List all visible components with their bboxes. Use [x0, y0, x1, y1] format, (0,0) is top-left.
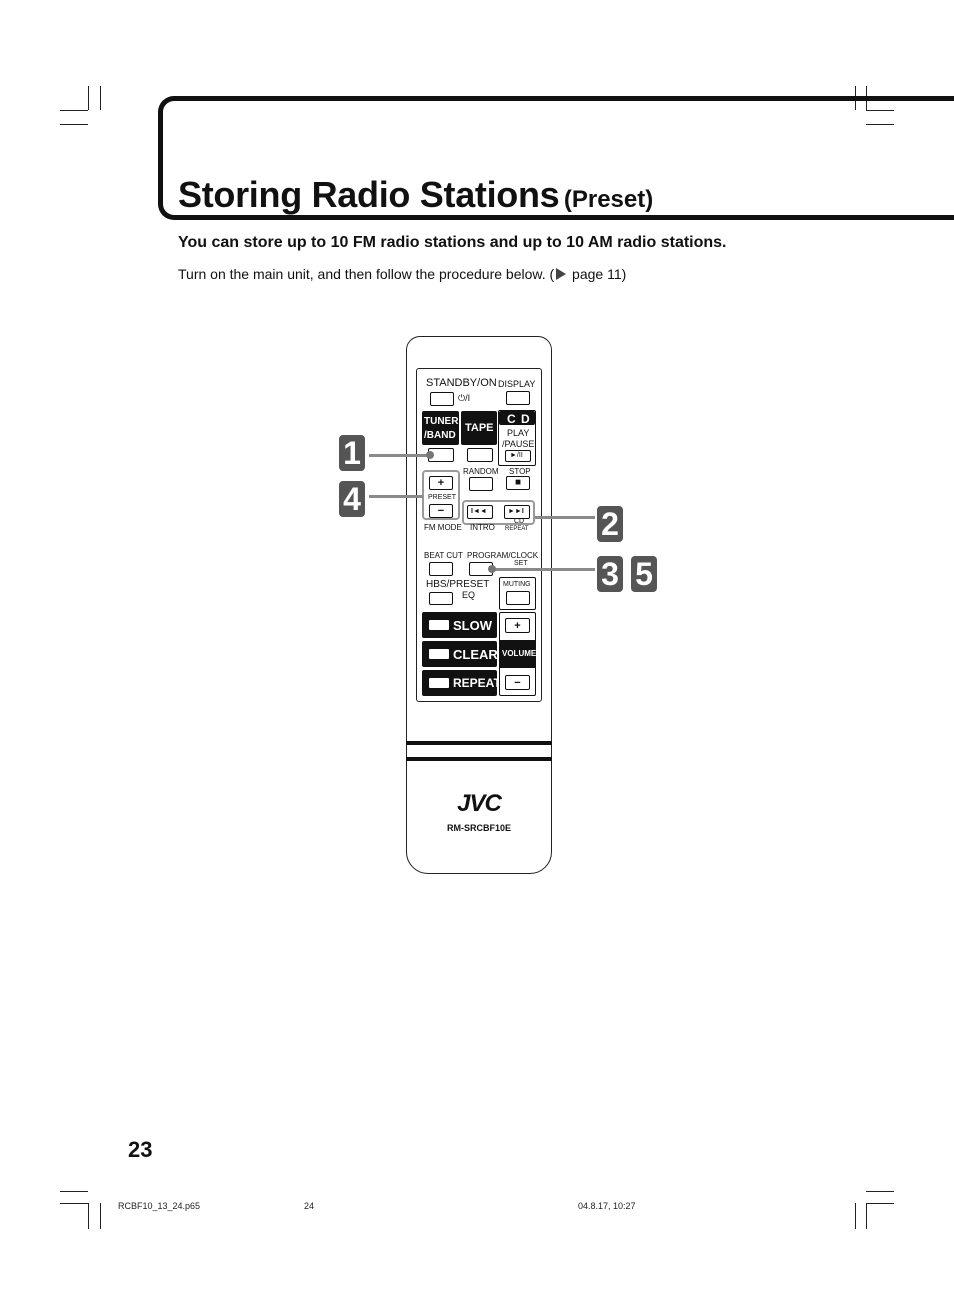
display-label: DISPLAY — [498, 379, 536, 389]
program-clock-label: PROGRAM/CLOCK — [467, 551, 539, 560]
repeat-button-window — [429, 678, 449, 688]
leader-dot-step-3-5 — [488, 565, 496, 573]
slow-button[interactable]: SLOW — [422, 612, 497, 638]
minus-icon: − — [514, 677, 521, 689]
standby-button[interactable] — [430, 392, 454, 406]
model-number: RM-SRCBF10E — [446, 823, 511, 833]
stop-button[interactable]: ■ — [506, 476, 530, 490]
beat-cut-button[interactable] — [429, 562, 453, 576]
cd-key: C D — [499, 411, 535, 426]
leader-dot-step-1 — [426, 451, 434, 459]
stop-label: STOP — [509, 467, 531, 476]
intro-text: Turn on the main unit, and then follow t… — [178, 266, 626, 282]
skip-highlight — [462, 500, 535, 525]
page-title-sub: (Preset) — [563, 186, 654, 213]
play-label: PLAY — [507, 428, 530, 438]
intro-lead: You can store up to 10 FM radio stations… — [178, 234, 727, 251]
remote-button-panel — [416, 368, 542, 702]
footer-file: RCBF10_13_24.p65 — [118, 1201, 201, 1211]
set-label: SET — [514, 560, 528, 567]
random-label: RANDOM — [463, 467, 499, 476]
footer-date: 04.8.17, 10:27 — [578, 1201, 636, 1211]
band-label: /BAND — [424, 430, 456, 441]
previous-button[interactable]: I◄◄ — [467, 505, 493, 519]
volume-label: VOLUME — [502, 649, 537, 658]
random-button[interactable] — [469, 477, 493, 491]
plus-icon: + — [514, 620, 521, 632]
page-title-main: Storing Radio Stations — [178, 174, 560, 215]
slow-label: SLOW — [453, 618, 492, 633]
intro-label: INTRO — [470, 523, 495, 532]
power-icon: ⏻/I — [458, 393, 471, 403]
clear-label: CLEAR — [453, 647, 498, 662]
page-title: Storing Radio Stations (Preset) — [178, 174, 653, 216]
title-frame — [158, 96, 954, 220]
leader-line-step-4 — [369, 495, 423, 498]
intro-text-before: Turn on the main unit, and then follow t… — [178, 266, 555, 282]
footer-page: 24 — [304, 1201, 315, 1211]
beat-cut-label: BEAT CUT — [424, 551, 463, 560]
previous-icon: I◄◄ — [471, 508, 487, 515]
hbs-preset-label: HBS/PRESET — [426, 579, 490, 590]
step-marker-1: 1 — [339, 435, 365, 471]
hbs-preset-eq-button[interactable] — [429, 592, 453, 605]
leader-line-step-3-5 — [492, 568, 595, 571]
minus-icon: − — [437, 505, 445, 517]
muting-button[interactable] — [506, 591, 530, 605]
pause-label: /PAUSE — [502, 439, 535, 449]
fm-mode-label: FM MODE — [424, 523, 462, 532]
tape-label: TAPE — [465, 422, 494, 434]
repeat-button[interactable]: REPEAT — [422, 670, 501, 696]
preset-highlight — [422, 470, 460, 520]
tape-button[interactable] — [467, 448, 493, 462]
intro-text-after: page 11) — [568, 266, 627, 282]
repeat-label: REPEAT — [453, 676, 501, 690]
step-marker-3: 3 — [597, 556, 623, 592]
next-button[interactable]: ►►I — [504, 505, 530, 519]
leader-line-step-1 — [369, 454, 429, 457]
cd-repeat-label-1: CD — [514, 518, 525, 525]
step-marker-2: 2 — [597, 506, 623, 542]
remote-divider-top — [406, 741, 552, 745]
clear-button-window — [429, 649, 449, 659]
step-marker-4: 4 — [339, 481, 365, 517]
remote-divider-bottom — [406, 757, 552, 761]
step-marker-5: 5 — [631, 556, 657, 592]
muting-label: MUTING — [503, 581, 531, 588]
volume-down-button[interactable]: − — [505, 675, 530, 690]
jvc-logo: JVC — [457, 790, 502, 817]
slow-button-window — [429, 620, 449, 630]
tuner-key: TUNER /BAND — [422, 411, 459, 445]
clear-button[interactable]: CLEAR — [422, 641, 498, 667]
preset-down-button[interactable]: − — [429, 504, 453, 518]
stop-icon: ■ — [514, 477, 522, 488]
standby-label: STANDBY/ON — [426, 377, 497, 389]
display-button[interactable] — [506, 391, 530, 405]
preset-label: PRESET — [428, 494, 457, 501]
play-pause-icon: ►/II — [510, 452, 523, 459]
leader-line-step-2 — [535, 516, 595, 519]
preset-up-button[interactable]: + — [429, 476, 453, 490]
cd-repeat-label-2: REPEAT — [505, 526, 529, 532]
page-reference-arrow-icon — [556, 268, 567, 280]
tape-key: TAPE — [461, 411, 497, 445]
cd-label: C D — [507, 412, 531, 426]
tuner-label: TUNER — [424, 416, 459, 427]
volume-key: VOLUME — [500, 640, 537, 668]
next-icon: ►►I — [508, 508, 524, 515]
play-pause-button[interactable]: ►/II — [505, 450, 531, 462]
eq-label: EQ — [462, 590, 476, 600]
plus-icon: + — [437, 477, 445, 489]
volume-up-button[interactable]: + — [505, 618, 530, 633]
page-number: 23 — [128, 1137, 153, 1162]
